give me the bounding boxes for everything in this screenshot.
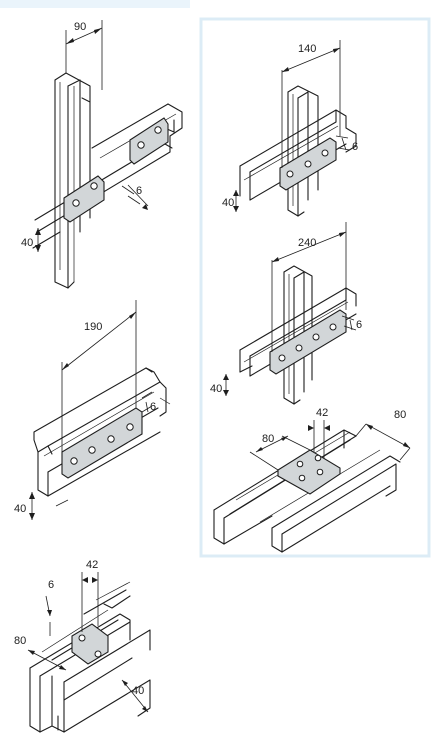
figure-straight-splice: 190 6 40 — [14, 300, 171, 520]
dimension-80: 80 — [355, 409, 411, 461]
dimension-42: 42 — [81, 559, 99, 632]
dimension-label-40: 40 — [210, 383, 222, 395]
dimension-label-6: 6 — [356, 319, 362, 331]
4-hole-splice-plate — [269, 309, 347, 375]
4-hole-splice-hole — [278, 354, 286, 362]
dimension-label-80: 80 — [14, 635, 26, 647]
square-washer-hole — [78, 634, 86, 642]
square-plate-hole — [296, 460, 304, 468]
4-hole-splice-hole — [295, 344, 303, 352]
dimension-label-140: 140 — [298, 43, 316, 55]
figure-square-washer: 6 42 80 40 — [14, 559, 151, 733]
dimension-label-6: 6 — [150, 401, 156, 413]
straight-splice-hole — [126, 423, 134, 431]
dimension-label-80: 80 — [262, 433, 274, 445]
dimension-240: 240 — [271, 222, 347, 352]
4-hole-splice-hole — [329, 323, 337, 331]
straight-splice-hole — [107, 435, 115, 443]
dimension-label-90: 90 — [74, 21, 86, 33]
figure-3-hole-splice: 140 6 40 — [222, 40, 358, 217]
dimension-label-6: 6 — [136, 185, 142, 197]
dimension-label-42: 42 — [86, 559, 98, 571]
cross-splice-hole — [154, 126, 162, 134]
dimension-40: 40 — [210, 374, 229, 396]
figure-cross-splice: 90 6 40 — [21, 20, 183, 289]
cross-splice-hole — [90, 182, 98, 190]
dimension-6: 6 — [341, 315, 362, 331]
top-band — [0, 0, 190, 8]
dimension-40: 40 — [21, 228, 41, 252]
cross-splice-plate-left — [63, 175, 105, 223]
dimension-80: 80 — [249, 433, 311, 471]
dimension-90: 90 — [65, 20, 103, 90]
square-washer-plate — [71, 623, 109, 665]
3-hole-splice-hole — [304, 160, 312, 168]
dimension-6: 6 — [121, 184, 149, 210]
square-washer-hole — [94, 650, 102, 658]
figure-4-hole-splice: 240 6 40 — [210, 222, 362, 405]
straight-splice-hole — [88, 446, 96, 454]
dimension-80: 80 — [14, 635, 67, 671]
vertical-channel — [54, 72, 91, 289]
3-hole-splice-hole — [286, 170, 294, 178]
dimension-label-6: 6 — [352, 141, 358, 153]
4-hole-splice-hole — [312, 333, 320, 341]
dimension-label-6: 6 — [48, 579, 54, 591]
3-hole-splice-hole — [321, 149, 329, 157]
dimension-6: 6 — [45, 579, 54, 636]
cross-splice-hole — [137, 141, 145, 149]
dimension-6: 6 — [335, 135, 358, 153]
dimension-label-42: 42 — [316, 407, 328, 419]
dimension-40: 40 — [121, 679, 149, 713]
dimension-label-80: 80 — [394, 409, 406, 421]
dimension-label-40: 40 — [222, 197, 234, 209]
dimension-40: 40 — [222, 190, 239, 212]
square-plate-hole — [316, 468, 324, 476]
straight-splice-hole — [70, 457, 78, 465]
dimension-label-190: 190 — [84, 321, 102, 333]
dimension-label-240: 240 — [298, 237, 316, 249]
square-plate-hole — [314, 454, 322, 462]
straight-splice-plate — [61, 407, 143, 479]
figure-square-plate: 80 42 80 — [213, 407, 411, 553]
dimension-6: 6 — [141, 391, 156, 413]
dimension-140: 140 — [281, 40, 341, 168]
dimension-label-40: 40 — [14, 503, 26, 515]
dimension-42: 42 — [308, 407, 330, 458]
dimension-label-40: 40 — [132, 685, 144, 697]
dimension-190: 190 — [61, 300, 137, 452]
dimension-label-40: 40 — [21, 237, 33, 249]
dimension-40: 40 — [14, 492, 35, 520]
cross-splice-hole — [72, 199, 80, 207]
square-plate-hole — [298, 474, 306, 482]
